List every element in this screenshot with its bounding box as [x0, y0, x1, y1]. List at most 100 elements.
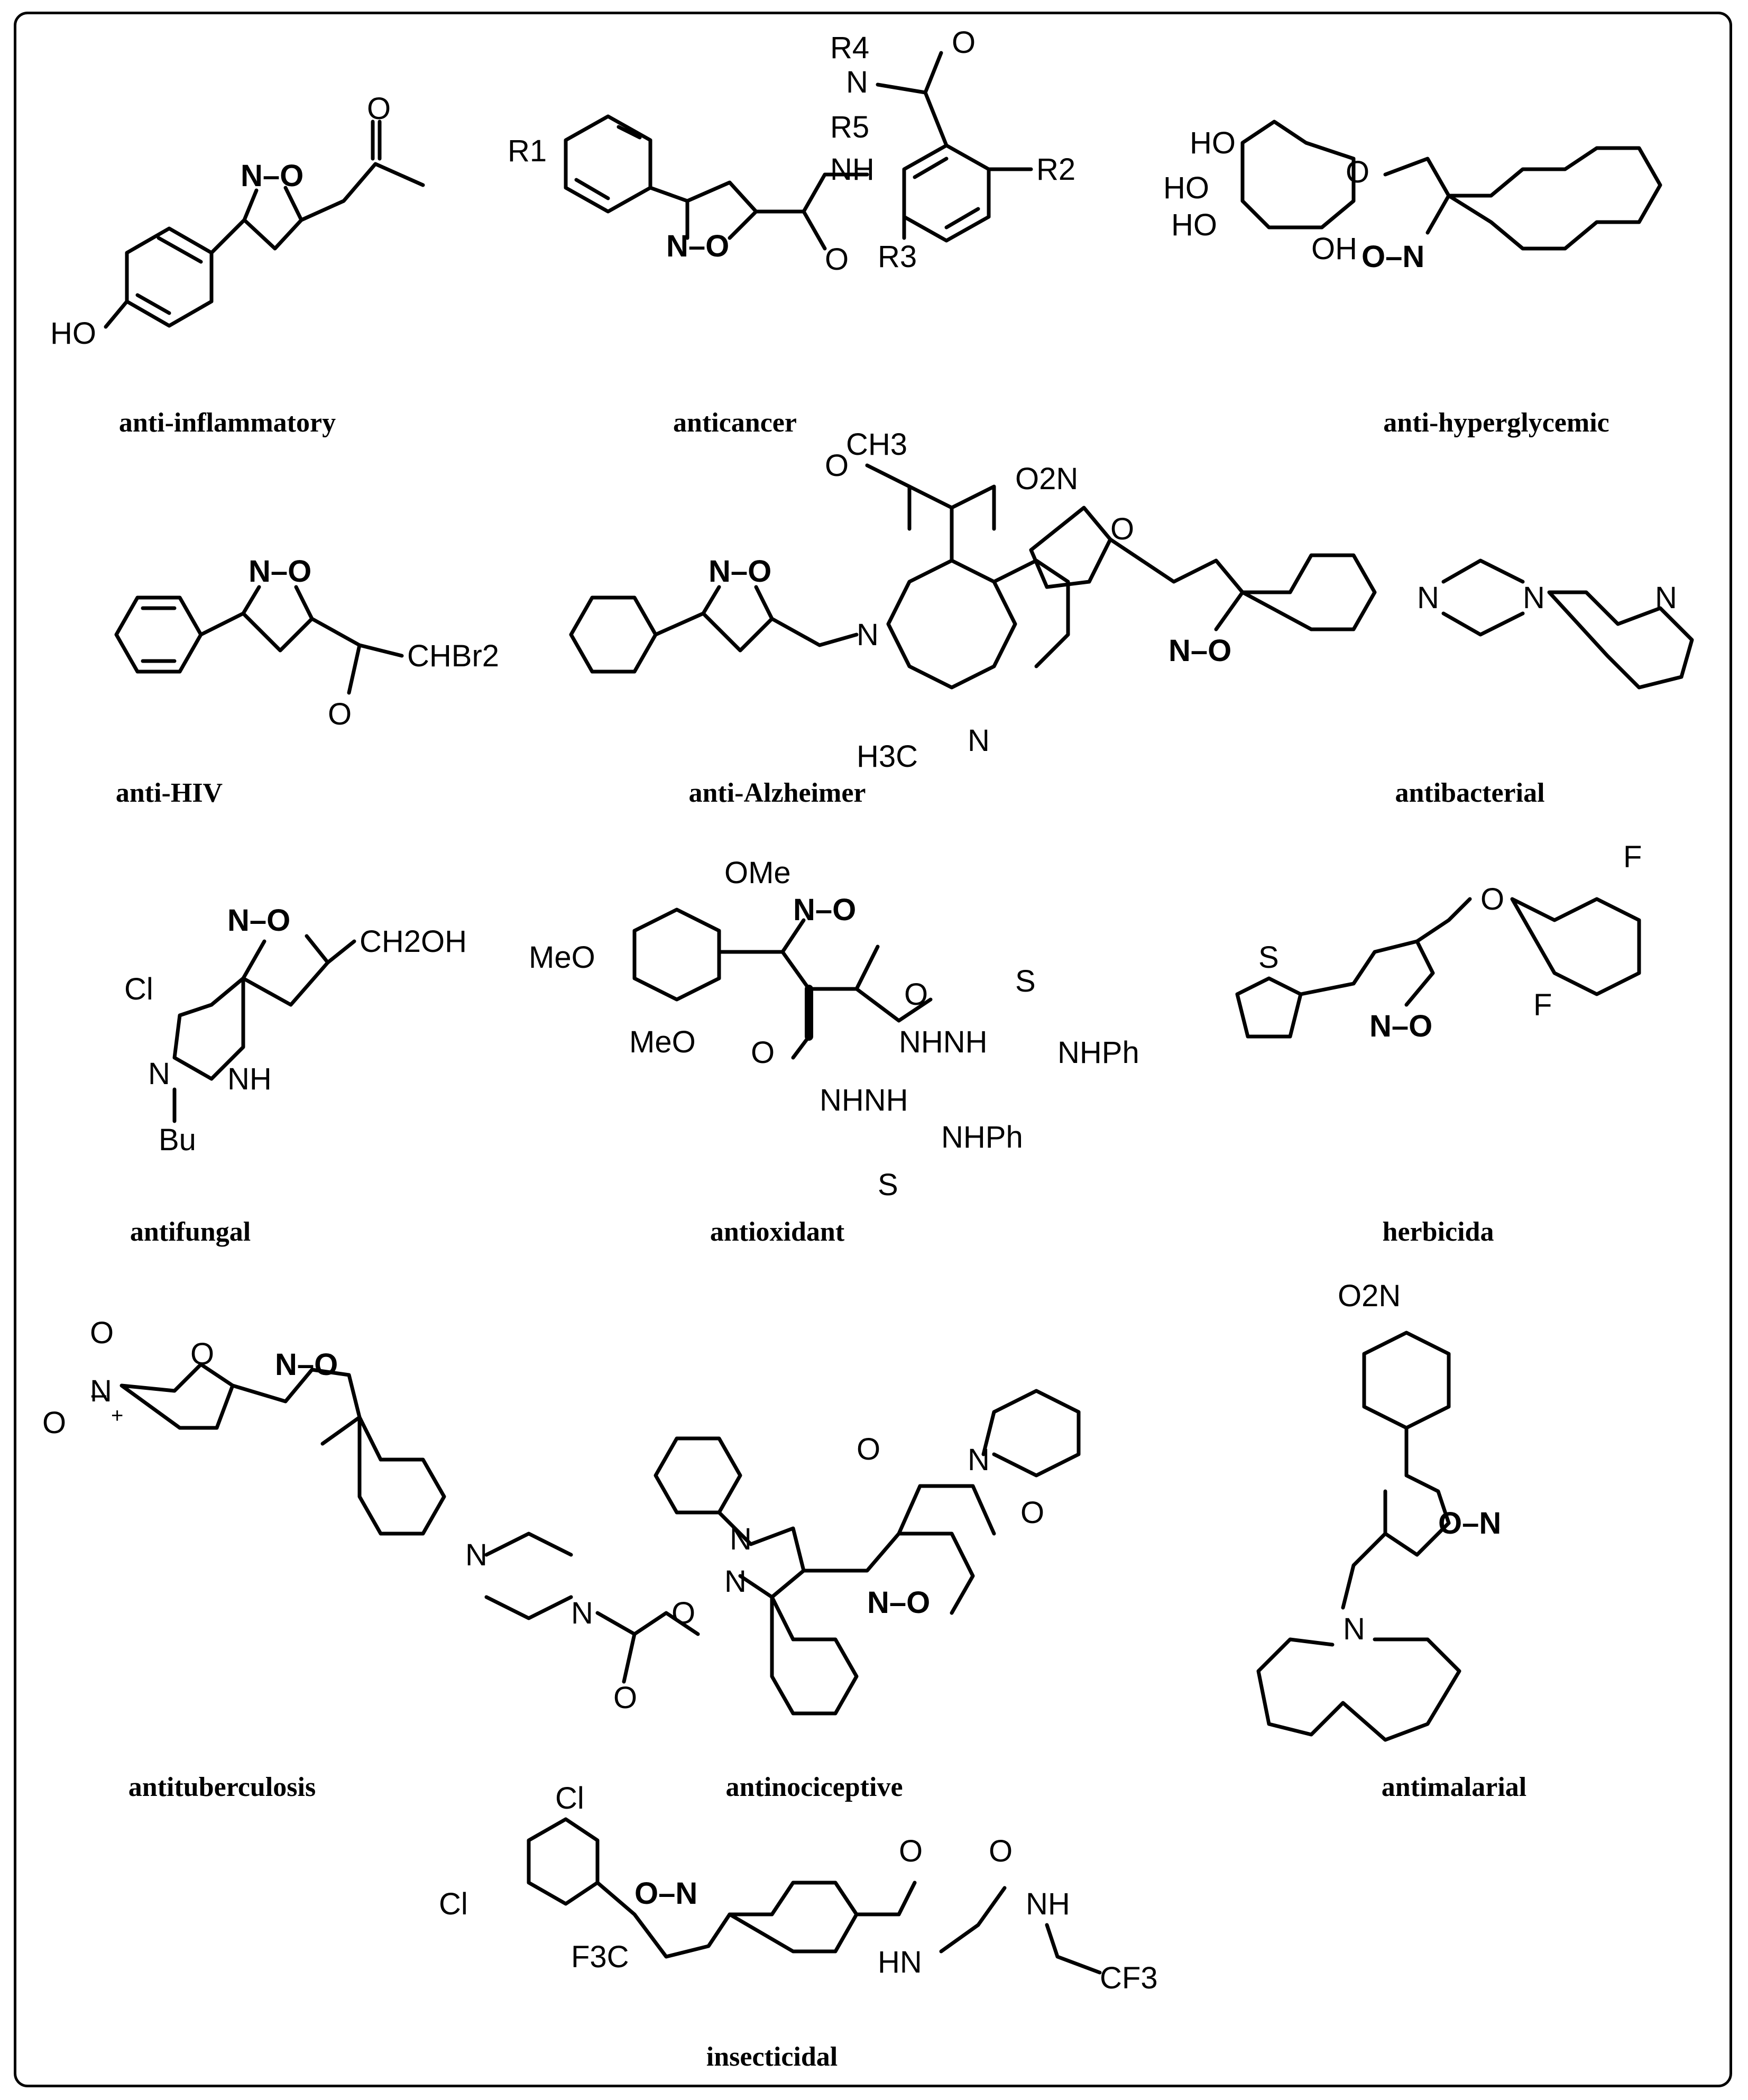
svg-text:N: N [857, 618, 879, 652]
svg-text:N–O: N–O [666, 229, 729, 263]
caption-antifungal: antifungal [130, 1217, 251, 1247]
svg-text:N–O: N–O [227, 903, 290, 938]
svg-text:S: S [1015, 964, 1036, 998]
svg-text:N–O: N–O [709, 554, 771, 589]
structure-antifungal: N–O CH2OH Cl N NH Bu [124, 903, 467, 1157]
svg-text:NHNH: NHNH [899, 1025, 988, 1059]
svg-text:HO: HO [1171, 208, 1217, 242]
caption-antimalarial: antimalarial [1381, 1772, 1527, 1802]
svg-text:F: F [1623, 840, 1642, 874]
structure-insecticidal: Cl Cl O–N F3C O HN O NH CF3 [439, 1781, 1158, 1995]
svg-text:N–O: N–O [249, 554, 311, 589]
svg-text:N: N [724, 1564, 747, 1599]
caption-antinociceptive: antinociceptive [725, 1772, 903, 1802]
structure-antibacterial: O2N O N–O N N N [1015, 462, 1694, 690]
svg-text:N: N [571, 1596, 593, 1630]
svg-text:O–N: O–N [1361, 240, 1424, 274]
svg-text:F: F [1533, 988, 1552, 1022]
svg-text:O: O [751, 1035, 775, 1070]
structure-antinociceptive: N N N–O O N O [654, 1389, 1081, 1716]
caption-antituberculosis: antituberculosis [128, 1772, 316, 1802]
svg-text:O: O [190, 1337, 214, 1371]
svg-text:N: N [730, 1522, 752, 1556]
structure-antituberculosis: O − O N + O N–O N N O O [42, 1316, 700, 1715]
svg-text:O: O [1480, 882, 1504, 916]
svg-text:F3C: F3C [571, 1940, 629, 1974]
svg-text:NHNH: NHNH [820, 1083, 908, 1117]
svg-text:HO: HO [1163, 171, 1209, 205]
svg-text:N: N [148, 1057, 170, 1091]
svg-text:NHPh: NHPh [1057, 1035, 1139, 1070]
svg-text:+: + [111, 1404, 123, 1427]
svg-text:N–O: N–O [1169, 634, 1231, 668]
caption-anti-HIV: anti-HIV [115, 778, 223, 808]
svg-text:NH: NH [830, 152, 875, 187]
svg-text:N: N [1417, 581, 1439, 615]
svg-text:N: N [968, 723, 990, 758]
structure-antioxidant: OMe MeO MeO N–O O O NHNH S NHPh NHNH NHP… [529, 856, 1139, 1202]
svg-text:H3C: H3C [857, 739, 918, 774]
svg-text:HO: HO [1190, 126, 1236, 160]
svg-text:S: S [878, 1168, 898, 1202]
structure-anti-HIV: N–O O CHBr2 [114, 554, 499, 731]
svg-text:HO: HO [50, 316, 96, 351]
svg-text:HN: HN [878, 1945, 922, 1979]
svg-text:O: O [367, 91, 391, 126]
svg-text:R1: R1 [508, 134, 547, 168]
svg-text:N: N [846, 65, 868, 99]
caption-anticancer: anticancer [673, 408, 797, 438]
svg-text:O: O [825, 448, 849, 483]
svg-text:OH: OH [1311, 232, 1357, 266]
caption-anti-hyperglycemic: anti-hyperglycemic [1383, 408, 1609, 438]
svg-text:CF3: CF3 [1100, 1961, 1158, 1995]
svg-text:CH2OH: CH2OH [360, 924, 467, 959]
svg-text:N–O: N–O [275, 1347, 338, 1382]
svg-text:N–O: N–O [867, 1585, 930, 1620]
svg-text:O: O [671, 1596, 695, 1630]
svg-text:O: O [1020, 1496, 1044, 1530]
structure-herbicida: S N–O O F F [1235, 840, 1642, 1043]
svg-text:O–N: O–N [1438, 1506, 1501, 1540]
svg-text:O: O [899, 1834, 923, 1868]
svg-text:Cl: Cl [439, 1887, 468, 1921]
caption-anti-Alzheimer: anti-Alzheimer [688, 778, 866, 808]
structure-antimalarial: O2N O–N N [1256, 1279, 1501, 1742]
svg-text:NHPh: NHPh [941, 1120, 1023, 1154]
svg-text:S: S [1258, 940, 1279, 975]
svg-text:O–N: O–N [634, 1876, 697, 1911]
svg-text:O: O [989, 1834, 1013, 1868]
svg-text:R5: R5 [830, 110, 869, 144]
svg-text:R3: R3 [878, 240, 917, 274]
svg-text:N–O: N–O [1369, 1009, 1432, 1043]
figure-frame [14, 12, 1732, 2087]
svg-text:O: O [904, 977, 928, 1012]
svg-text:N: N [90, 1374, 112, 1408]
svg-text:O: O [952, 25, 976, 60]
svg-text:N–O: N–O [241, 159, 303, 193]
structure-anticancer: R1 N–O O NH O R4 N R5 R2 R3 [508, 25, 1075, 277]
svg-text:R4: R4 [830, 31, 869, 65]
svg-text:O2N: O2N [1338, 1279, 1401, 1313]
svg-text:N: N [1343, 1612, 1365, 1646]
svg-text:O: O [1346, 155, 1369, 189]
svg-text:Bu: Bu [159, 1123, 196, 1157]
svg-text:Cl: Cl [555, 1781, 584, 1815]
svg-text:CH3: CH3 [846, 427, 907, 462]
caption-insecticidal: insecticidal [706, 2042, 838, 2072]
svg-text:N: N [1523, 581, 1545, 615]
structure-anti-Alzheimer: N–O N N H3C O CH3 [569, 427, 1070, 774]
svg-text:OMe: OMe [724, 856, 791, 890]
svg-text:Cl: Cl [124, 972, 153, 1006]
svg-text:NH: NH [227, 1062, 272, 1096]
svg-text:N: N [1655, 581, 1677, 615]
svg-text:MeO: MeO [529, 940, 595, 975]
svg-text:N: N [465, 1538, 487, 1572]
caption-antioxidant: antioxidant [710, 1217, 845, 1247]
svg-text:−: − [90, 1379, 108, 1414]
structure-anti-hyperglycemic: HO HO HO OH O O–N [1163, 120, 1662, 274]
svg-text:O: O [90, 1316, 114, 1350]
caption-anti-inflammatory: anti-inflammatory [118, 408, 336, 438]
svg-text:NH: NH [1026, 1887, 1070, 1921]
svg-text:O: O [328, 697, 352, 731]
